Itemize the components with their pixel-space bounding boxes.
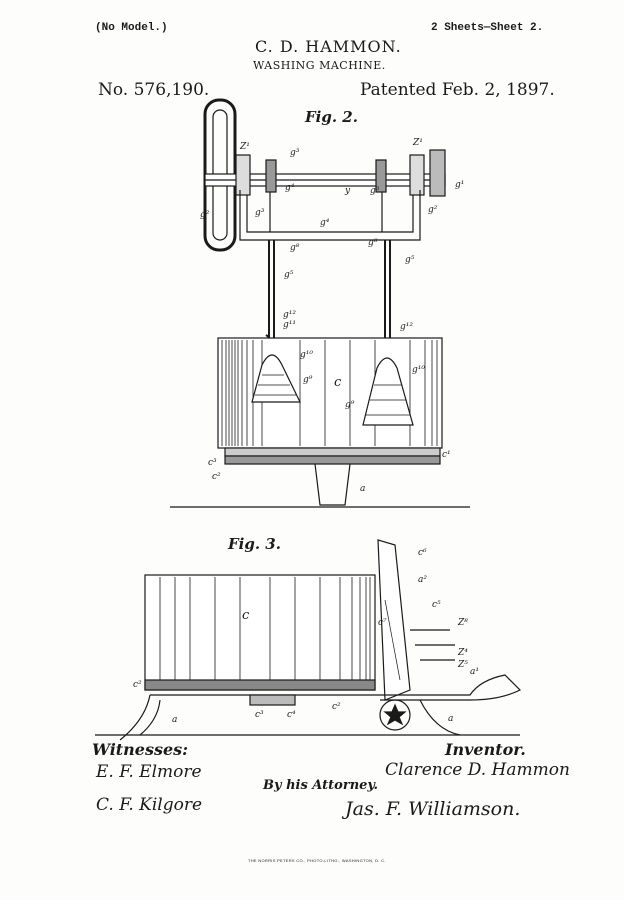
printer-credit: THE NORRIS PETERS CO., PHOTO-LITHO., WAS… [248, 858, 386, 863]
ref-label: a [172, 715, 178, 725]
ref-label: g⁴ [285, 183, 295, 193]
ref-label: g¹² [283, 310, 296, 320]
base-fig3 [95, 674, 522, 741]
ref-label: g³ [255, 208, 265, 218]
ref-label: c² [133, 680, 142, 690]
star-wheel [379, 699, 411, 731]
ref-label: Z¹ [240, 142, 250, 152]
ref-label: g⁹ [345, 400, 355, 410]
ref-label: c⁵ [432, 600, 441, 610]
ref-label: g⁴ [320, 218, 330, 228]
ref-label: c² [212, 472, 221, 482]
drive-shaft [204, 149, 446, 197]
patent-date: Patented Feb. 2, 1897. [360, 80, 555, 100]
tub-fig3 [144, 574, 376, 691]
ref-label: g⁸ [290, 243, 300, 253]
tub-fig2 [217, 337, 443, 449]
ref-label: c [334, 375, 342, 390]
ref-label: a¹ [470, 667, 479, 677]
ref-label: g¹⁰ [300, 350, 313, 360]
ref-label: g⁵ [405, 255, 415, 265]
ref-label: c⁷ [378, 618, 387, 628]
ref-label: Z⁴ [458, 648, 468, 658]
frame [239, 190, 421, 241]
ref-label: g¹¹ [283, 320, 296, 330]
ref-label: c [242, 608, 250, 623]
witness-signature-1: E. F. Elmore [96, 762, 202, 782]
ref-label: c³ [208, 458, 217, 468]
model-note: (No Model.) [95, 22, 168, 34]
inventor-heading: Inventor. [445, 740, 526, 759]
ref-label: Z⁸ [458, 618, 468, 628]
ref-label: Z⁵ [458, 660, 468, 670]
ref-label: c² [332, 702, 341, 712]
ref-label: a [360, 484, 366, 494]
ref-label: a [448, 714, 454, 724]
side-frame-fig3 [377, 539, 455, 701]
ref-label: g⁸ [368, 238, 378, 248]
ref-label: c³ [255, 710, 264, 720]
ref-label: g⁵ [284, 270, 294, 280]
figure-3-title: Fig. 3. [228, 535, 281, 553]
ref-label: c⁴ [287, 710, 296, 720]
witness-signature-2: C. F. Kilgore [96, 795, 203, 815]
sheet-note: 2 Sheets—Sheet 2. [431, 22, 544, 34]
ref-label: g¹² [400, 322, 413, 332]
base-fig2 [170, 447, 470, 508]
ref-label: g¹ [455, 180, 465, 190]
attorney-signature: Jas. F. Williamson. [345, 798, 521, 820]
patent-number: No. 576,190. [98, 80, 210, 100]
invention-title: WASHING MACHINE. [253, 59, 386, 72]
ref-label: g² [200, 210, 210, 220]
ref-label: y [345, 186, 351, 196]
ref-label: g³ [290, 148, 300, 158]
witnesses-heading: Witnesses: [92, 740, 189, 759]
ref-label: g³ [370, 186, 380, 196]
ref-label: g¹⁰ [412, 365, 425, 375]
ref-label: c¹ [442, 450, 451, 460]
attorney-label: By his Attorney. [263, 778, 379, 793]
ref-label: Z¹ [413, 138, 423, 148]
figure-2-title: Fig. 2. [305, 108, 358, 126]
plunger-bells [251, 354, 414, 426]
inventor-name: C. D. HAMMON. [255, 37, 402, 56]
ref-label: g² [428, 205, 438, 215]
ref-label: g⁹ [303, 375, 313, 385]
ref-label: a² [418, 575, 427, 585]
ref-label: c⁶ [418, 548, 427, 558]
inventor-signature: Clarence D. Hammon [385, 760, 570, 780]
